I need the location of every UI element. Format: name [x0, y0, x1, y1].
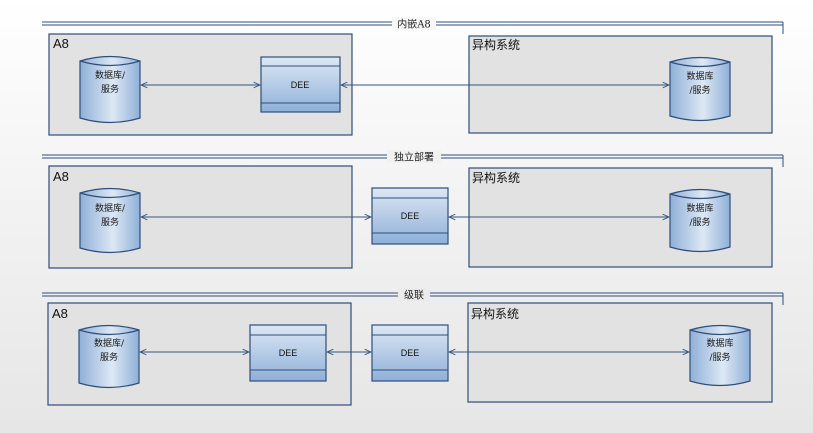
database-label: 数据库/ — [95, 202, 126, 214]
a8-container-title: A8 — [52, 306, 68, 321]
database-service-right: 数据库 /服务 — [669, 56, 731, 122]
dee-node-a8-side: DEE — [249, 324, 327, 382]
a8-container-title: A8 — [53, 169, 69, 184]
database-service-left: 数据库/ 服务 — [78, 324, 140, 389]
dee-node-external: DEE — [371, 324, 449, 382]
database-label: 数据库 — [686, 202, 713, 214]
section-title: 级联 — [404, 290, 424, 302]
a8-container-title: A8 — [53, 36, 69, 51]
database-label: 数据库 — [686, 70, 713, 82]
database-label: /服务 — [689, 216, 710, 228]
dee-node: DEE — [260, 56, 341, 113]
dee-label: DEE — [401, 348, 420, 358]
database-service-left: 数据库/ 服务 — [79, 187, 141, 254]
section-title: 独立部署 — [394, 151, 434, 164]
database-service-right: 数据库 /服务 — [689, 324, 751, 387]
heterogeneous-system-title: 异构系统 — [472, 37, 520, 52]
database-label: 数据库/ — [94, 337, 125, 349]
dee-node: DEE — [371, 187, 449, 245]
database-label: 服务 — [101, 83, 119, 95]
dee-label: DEE — [401, 211, 420, 221]
database-label: 数据库/ — [95, 69, 126, 81]
dee-label: DEE — [291, 80, 310, 90]
database-label: /服务 — [709, 351, 730, 363]
section-divider: 内嵌A8 — [42, 17, 784, 34]
section-divider: 独立部署 — [42, 150, 784, 167]
database-label: 数据库 — [706, 337, 733, 349]
section-cascade: 级联 A8 异构系统 数据库/ 服务 DEE DEE — [42, 288, 784, 406]
database-label: /服务 — [689, 84, 710, 96]
section-divider: 级联 — [42, 288, 784, 305]
dee-label: DEE — [279, 348, 298, 358]
section-embedded: 内嵌A8 A8 异构系统 数据库/ 服务 DEE 数据库 /服务 — [42, 17, 784, 136]
section-standalone: 独立部署 A8 异构系统 数据库/ 服务 DEE 数据库 /服务 — [42, 150, 784, 269]
section-title: 内嵌A8 — [397, 18, 431, 31]
database-service-right: 数据库 /服务 — [669, 188, 731, 253]
database-service-left: 数据库/ 服务 — [79, 55, 141, 124]
database-label: 服务 — [100, 351, 118, 363]
heterogeneous-system-title: 异构系统 — [472, 170, 520, 185]
heterogeneous-system-title: 异构系统 — [471, 306, 519, 321]
database-label: 服务 — [101, 216, 119, 228]
